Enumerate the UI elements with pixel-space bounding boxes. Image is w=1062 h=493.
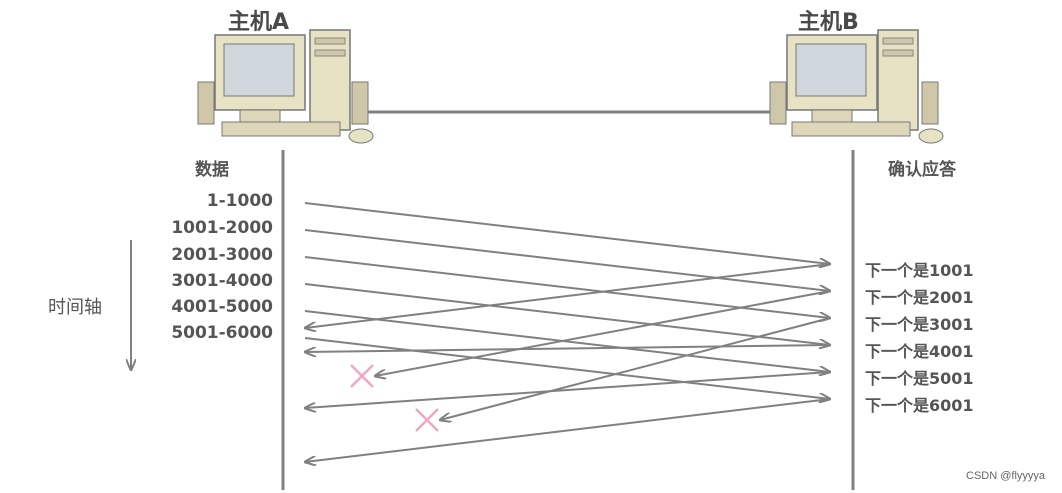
packet-loss-icon xyxy=(350,364,374,388)
ack-arrow xyxy=(305,371,831,408)
data-column-label: 数据 xyxy=(195,160,229,180)
segment-label: 2001-3000 xyxy=(171,245,273,265)
packet-loss-icon xyxy=(415,408,439,432)
ack-label: 下一个是1001 xyxy=(865,261,974,280)
segment-label: 3001-4000 xyxy=(171,271,273,291)
watermark: CSDN @flyyyya xyxy=(966,470,1046,482)
data-arrow xyxy=(304,229,830,291)
segment-label: 4001-5000 xyxy=(171,297,273,317)
ack-arrow xyxy=(440,317,831,420)
host-a-label: 主机A xyxy=(228,10,290,35)
ack-label: 下一个是3001 xyxy=(865,315,974,334)
data-arrow xyxy=(304,256,830,318)
host-a-computer-icon xyxy=(197,29,374,144)
host-b-computer-icon xyxy=(769,29,944,144)
segment-label: 5001-6000 xyxy=(171,323,273,343)
segment-label: 1001-2000 xyxy=(171,218,273,238)
ack-arrow xyxy=(305,398,831,462)
ack-label: 下一个是4001 xyxy=(865,342,974,361)
segment-label: 1-1000 xyxy=(206,191,273,211)
data-arrow xyxy=(304,202,830,264)
ack-label: 下一个是5001 xyxy=(865,369,974,388)
ack-label: 下一个是2001 xyxy=(865,288,974,307)
ack-arrow xyxy=(305,344,831,352)
ack-arrow xyxy=(305,263,831,328)
message-arrows xyxy=(304,202,831,462)
ack-column-label: 确认应答 xyxy=(888,160,956,180)
ack-arrow xyxy=(375,290,831,376)
ack-label: 下一个是6001 xyxy=(865,396,974,415)
data-arrow xyxy=(304,337,830,399)
data-arrow xyxy=(304,283,830,345)
timeline-label: 时间轴 xyxy=(48,297,102,318)
host-b-label: 主机B xyxy=(798,10,859,35)
data-arrow xyxy=(304,310,830,372)
